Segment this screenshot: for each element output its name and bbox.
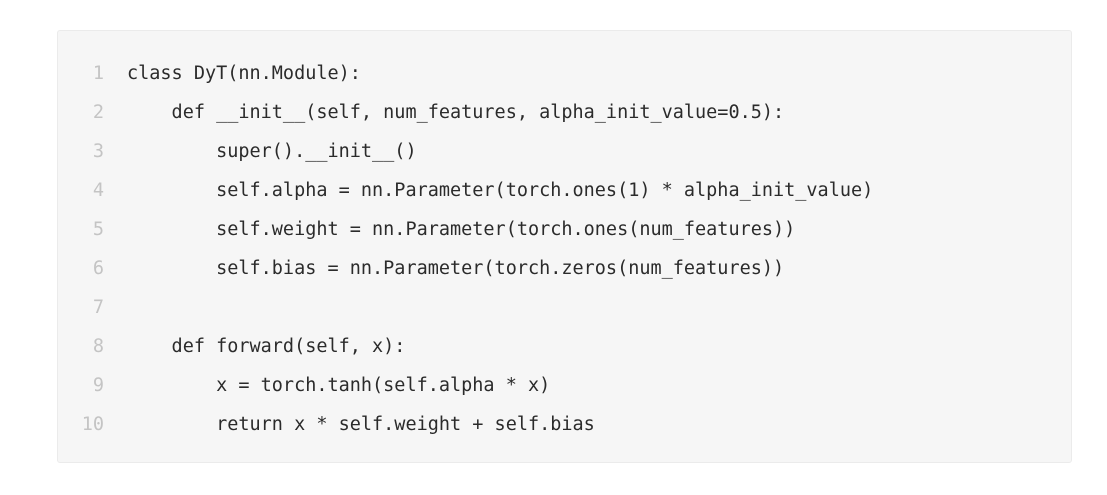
line-code: class DyT(nn.Module): — [127, 63, 361, 84]
code-line-4: 4 self.alpha = nn.Parameter(torch.ones(1… — [58, 181, 1071, 220]
code-line-1: 1 class DyT(nn.Module): — [58, 64, 1071, 103]
line-code: self.bias = nn.Parameter(torch.zeros(num… — [127, 258, 785, 279]
line-code: self.weight = nn.Parameter(torch.ones(nu… — [127, 219, 796, 240]
line-code: x = torch.tanh(self.alpha * x) — [127, 375, 551, 396]
code-line-2: 2 def __init__(self, num_features, alpha… — [58, 103, 1071, 142]
line-code: self.alpha = nn.Parameter(torch.ones(1) … — [127, 180, 874, 201]
line-number: 5 — [92, 219, 104, 240]
code-line-5: 5 self.weight = nn.Parameter(torch.ones(… — [58, 220, 1071, 259]
code-line-7: 7 — [58, 298, 1071, 337]
code-line-6: 6 self.bias = nn.Parameter(torch.zeros(n… — [58, 259, 1071, 298]
code-line-3: 3 super().__init__() — [58, 142, 1071, 181]
code-block: 1 class DyT(nn.Module): 2 def __init__(s… — [57, 30, 1072, 463]
line-code: super().__init__() — [127, 141, 417, 162]
line-number: 7 — [92, 297, 104, 318]
code-line-10: 10 return x * self.weight + self.bias — [58, 415, 1071, 454]
line-number: 3 — [92, 141, 104, 162]
line-number: 8 — [92, 336, 104, 357]
line-number: 9 — [92, 375, 104, 396]
line-number: 2 — [92, 102, 104, 123]
line-number: 1 — [92, 63, 104, 84]
line-number: 6 — [92, 258, 104, 279]
line-code: return x * self.weight + self.bias — [127, 414, 595, 435]
code-line-9: 9 x = torch.tanh(self.alpha * x) — [58, 376, 1071, 415]
line-number: 10 — [81, 414, 104, 435]
line-code: def __init__(self, num_features, alpha_i… — [127, 102, 785, 123]
line-number: 4 — [92, 180, 104, 201]
code-line-8: 8 def forward(self, x): — [58, 337, 1071, 376]
code-lines: 1 class DyT(nn.Module): 2 def __init__(s… — [58, 64, 1071, 454]
line-code: def forward(self, x): — [127, 336, 406, 357]
